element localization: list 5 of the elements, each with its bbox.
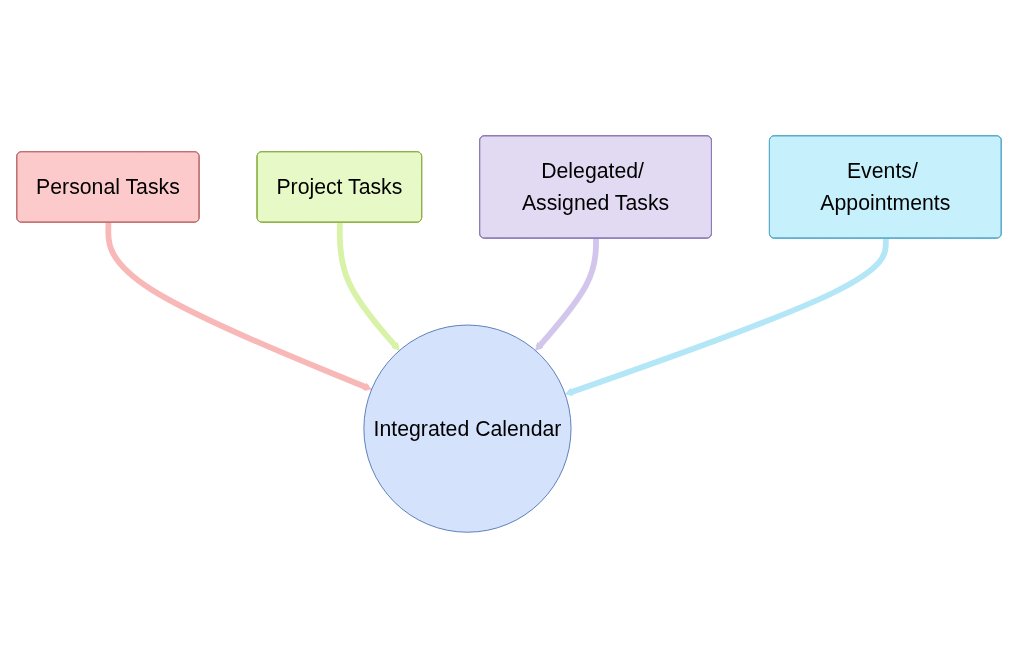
arrow — [564, 238, 889, 396]
arrow — [336, 222, 400, 351]
node-circle: Integrated Calendar — [363, 324, 572, 533]
arrow — [535, 238, 599, 351]
arrow — [105, 222, 372, 391]
